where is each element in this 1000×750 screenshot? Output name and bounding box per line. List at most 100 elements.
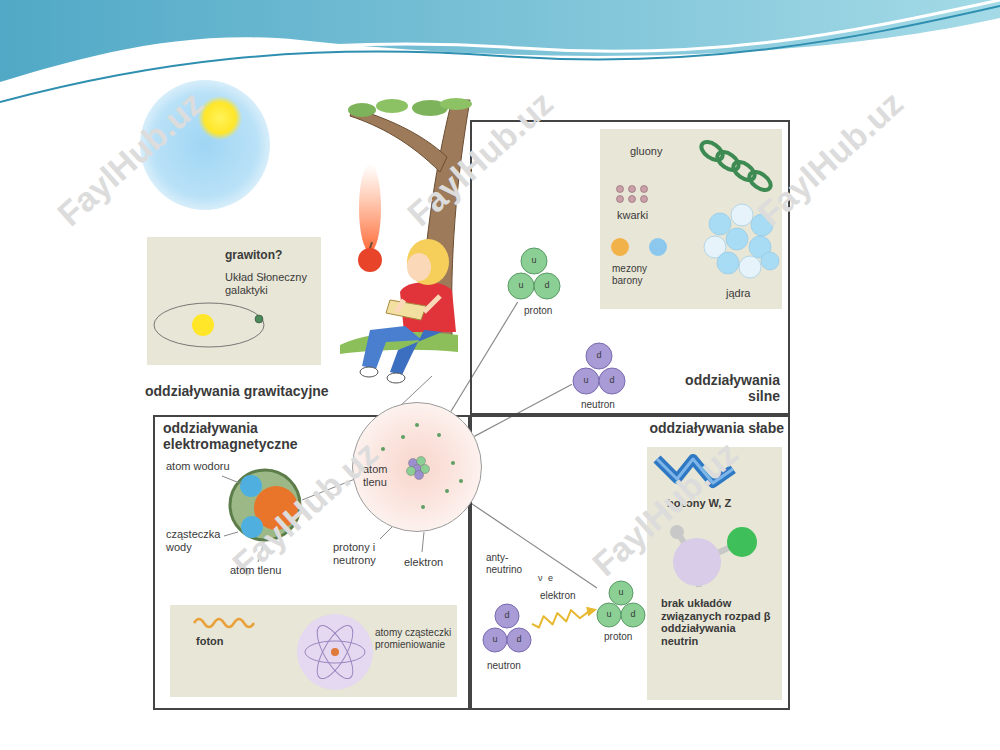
node-text: gluony (630, 145, 662, 158)
tree (440, 98, 472, 110)
particle-drawing (617, 196, 624, 203)
particle-drawing (617, 186, 624, 193)
falling-apple (370, 242, 372, 248)
oxygen-atom-drawing (437, 433, 441, 437)
watermark: FaylHub.uz (750, 84, 911, 234)
particle-drawing (761, 252, 779, 270)
photon-atom-drawing (170, 605, 457, 697)
neutron-balls (495, 604, 519, 628)
oxygen-atom-drawing (415, 471, 424, 480)
particle-drawing (709, 213, 731, 235)
neutron-cluster: dudneutron (572, 342, 627, 397)
part-label: protony i neutrony (333, 541, 405, 566)
photon-atom-drawing (310, 621, 359, 684)
part-label: atom tlenu (230, 564, 281, 577)
connector-line (451, 302, 518, 412)
node-text: brak układów związanych rozpad β oddział… (661, 597, 773, 648)
connector-line (474, 384, 572, 436)
interaction-panel: oddziaływania silne gluonykwarkimezony b… (470, 120, 790, 415)
photon-atom-drawing (297, 614, 373, 690)
proton-balls (621, 603, 645, 627)
oxygen-atom-drawing (407, 457, 430, 480)
reading-girl (390, 330, 442, 375)
leader-line (224, 532, 238, 536)
connector-path (451, 302, 518, 412)
header-wave (0, 6, 1000, 102)
oxygen-atom-drawing (407, 467, 416, 476)
particle-label: proton (603, 631, 633, 643)
part-label: anty- neutrino (486, 552, 531, 575)
falling-apple (358, 248, 382, 272)
connector-path (474, 384, 572, 436)
oxygen-atom-drawing (415, 423, 419, 427)
oxygen-atom-drawing (401, 435, 405, 439)
inset-panel: grawiton? Układ Słoneczny galaktyki (147, 237, 321, 365)
part-label: atom wodoru (166, 460, 230, 473)
quark-letter: d (607, 375, 617, 385)
part-label: elektron (540, 590, 576, 602)
connector-path (532, 610, 589, 627)
proton-balls (508, 248, 560, 299)
quark-letter: d (542, 280, 552, 290)
panel-title: oddziaływania elektromagnetyczne (163, 420, 338, 452)
neutron-balls (483, 604, 531, 652)
watermark: FaylHub.uz (585, 434, 746, 584)
particle-drawing (649, 238, 667, 256)
oxygen-atom-drawing (381, 423, 463, 509)
node-text: grawiton? (225, 249, 282, 263)
reading-girl (396, 296, 440, 312)
water-molecule (240, 475, 262, 497)
proton-balls (609, 581, 633, 605)
particle-drawing (726, 228, 748, 250)
particle-drawing (641, 196, 648, 203)
oxygen-atom-drawing (445, 489, 449, 493)
node-text: jądra (726, 287, 750, 300)
orbit-drawing (192, 314, 214, 336)
symbol-label: e (548, 573, 553, 583)
tree (350, 108, 447, 172)
quark-letter: u (604, 609, 614, 619)
watermark: FaylHub.uz (400, 84, 561, 234)
oxygen-atom-drawing (459, 479, 463, 483)
oxygen-atom-drawing (421, 505, 425, 509)
proton-cluster: uudproton (507, 247, 562, 302)
photon-atom-drawing (194, 619, 254, 627)
arrow-head (586, 607, 597, 617)
particle-drawing (617, 186, 648, 203)
reading-girl (387, 373, 405, 383)
particle-drawing (739, 256, 761, 278)
particle-drawing (629, 196, 636, 203)
part-label: elektron (404, 556, 443, 569)
node-text: mezony barony (612, 263, 668, 286)
neutron-balls (599, 368, 625, 394)
node-text: foton (196, 635, 223, 648)
quark-letter: u (581, 375, 591, 385)
neutron-cluster: dudneutron (482, 602, 532, 657)
node-text: atomy cząsteczki promieniowanie (375, 627, 453, 650)
symbol-label: ν (538, 573, 543, 583)
quark-letter: u (516, 280, 526, 290)
reading-girl (340, 239, 458, 383)
quark-letter: d (628, 609, 638, 619)
quark-letter: u (490, 634, 500, 644)
particle-drawing (611, 238, 629, 256)
neutron-balls (586, 343, 612, 369)
particle-label: neutron (580, 399, 616, 411)
photon-atom-drawing (305, 641, 365, 663)
panel-title: oddziaływania silne (652, 372, 780, 404)
node-text: Układ Słoneczny galaktyki (225, 271, 317, 296)
connector-path (471, 503, 597, 588)
particle-drawing (731, 204, 753, 226)
panel-title: oddziaływania słabe (612, 420, 784, 436)
oxygen-atom-drawing (381, 447, 385, 451)
reading-girl (407, 253, 431, 281)
photon-atom-drawing (331, 648, 339, 656)
inset-panel: gluonykwarkimezony baronyjądra (600, 129, 782, 309)
reading-girl (360, 367, 378, 377)
particle-label: neutron (486, 660, 522, 672)
orbit-drawing (255, 315, 263, 323)
header-wave (0, 0, 1000, 102)
